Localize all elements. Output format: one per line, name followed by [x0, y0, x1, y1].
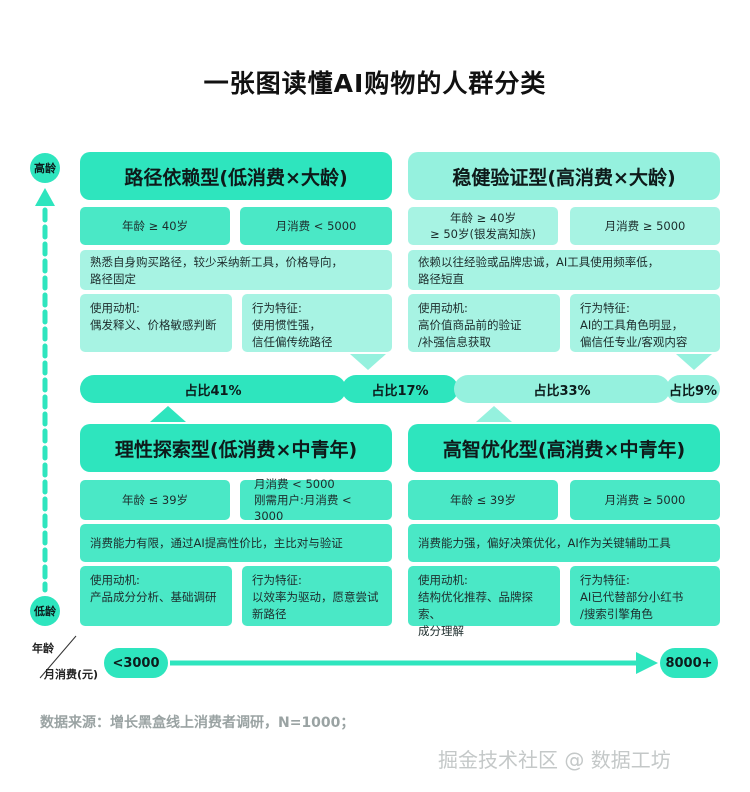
x-axis-name: 月消费(元) — [44, 668, 99, 681]
bl-behavior: 行为特征:以效率为驱动，愿意尝试新路径 — [242, 566, 392, 626]
share-pill-steady-verify: 占比9% — [666, 375, 720, 403]
bl-description: 消费能力有限，通过AI提高性价比，主比对与验证 — [80, 524, 392, 562]
bl-age-cell: 年龄 ≤ 39岁 — [80, 480, 230, 520]
quadrant-title-rational-explore: 理性探索型(低消费×中青年) — [80, 424, 392, 472]
quadrant-title-steady-verify: 稳健验证型(高消费×大龄) — [408, 152, 720, 200]
br-age-cell: 年龄 ≤ 39岁 — [408, 480, 558, 520]
pointer-down-triangle — [676, 354, 712, 370]
x-axis-right-label: 8000+ — [660, 648, 718, 678]
pointer-up-triangle — [150, 406, 186, 422]
page-title: 一张图读懂AI购物的人群分类 — [203, 69, 547, 98]
share-pill-smart-optimize: 占比33% — [454, 375, 670, 403]
y-axis-name: 年龄 — [32, 642, 54, 655]
tr-description: 依赖以往经验或品牌忠诚，AI工具使用频率低，路径短直 — [408, 250, 720, 290]
bl-motive: 使用动机:产品成分分析、基础调研 — [80, 566, 232, 626]
y-axis-arrow — [35, 188, 55, 593]
tl-age-cell: 年龄 ≥ 40岁 — [80, 207, 230, 245]
pointer-up-triangle — [476, 406, 512, 422]
br-behavior: 行为特征:AI已代替部分小红书/搜索引擎角色 — [570, 566, 720, 626]
data-source-note: 数据来源：增长黑盒线上消费者调研，N=1000； — [40, 715, 355, 731]
tr-motive: 使用动机:高价值商品前的验证/补强信息获取 — [408, 294, 560, 352]
quadrant-title-path-dependent: 路径依赖型(低消费×大龄) — [80, 152, 392, 200]
tr-spend-cell: 月消费 ≥ 5000 — [570, 207, 720, 245]
tr-age-cell: 年龄 ≥ 40岁≥ 50岁(银发高知族) — [408, 207, 558, 245]
tl-behavior: 行为特征:使用惯性强，信任偏传统路径 — [242, 294, 392, 352]
x-axis-left-label: <3000 — [104, 648, 168, 678]
x-axis-arrow — [170, 652, 658, 674]
axis-corner-divider — [39, 635, 77, 679]
tl-description: 熟悉自身购买路径，较少采纳新工具，价格导向，路径固定 — [80, 250, 392, 290]
pointer-down-triangle — [350, 354, 386, 370]
tr-behavior: 行为特征:AI的工具角色明显，偏信任专业/客观内容 — [570, 294, 720, 352]
tl-motive: 使用动机:偶发释义、价格敏感判断 — [80, 294, 232, 352]
quadrant-title-smart-optimize: 高智优化型(高消费×中青年) — [408, 424, 720, 472]
br-motive: 使用动机:结构优化推荐、品牌探索、成分理解 — [408, 566, 560, 638]
y-axis-bottom-label: 低龄 — [30, 596, 60, 626]
share-pill-rational-explore: 占比41% — [80, 375, 346, 403]
br-description: 消费能力强，偏好决策优化，AI作为关键辅助工具 — [408, 524, 720, 562]
tl-spend-cell: 月消费 < 5000 — [240, 207, 392, 245]
watermark: 掘金技术社区 @ 数据工坊 — [438, 748, 671, 772]
br-spend-cell: 月消费 ≥ 5000 — [570, 480, 720, 520]
y-axis-top-label: 高龄 — [30, 153, 60, 183]
share-pill-path-dependent: 占比17% — [342, 375, 458, 403]
